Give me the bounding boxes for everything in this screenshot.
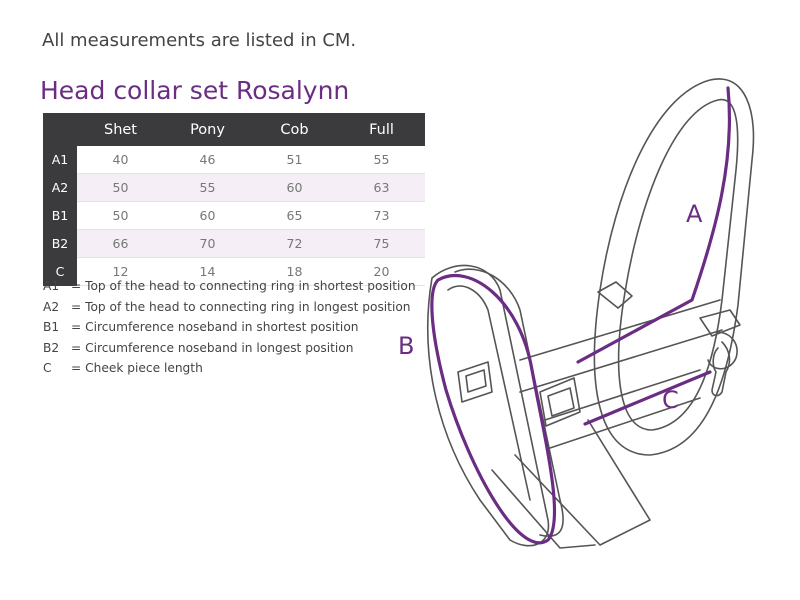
row-header: B2 (43, 229, 77, 258)
left-buckle-inner (465, 369, 487, 393)
legend-text: = Top of the head to connecting ring in … (71, 279, 416, 293)
noseband-inner (447, 285, 531, 501)
table-cell: 72 (251, 229, 338, 258)
legend-item: A2 = Top of the head to connecting ring i… (43, 297, 416, 318)
table-row: B1 50 60 65 73 (43, 201, 425, 230)
column-header: Pony (164, 113, 251, 146)
table-cell: 20 (338, 257, 425, 286)
column-header: Shet (77, 113, 164, 146)
legend-text: = Circumference noseband in shortest pos… (71, 320, 359, 335)
table-corner (43, 113, 77, 146)
chin-strap-lower (491, 469, 596, 549)
row-header: A1 (43, 146, 77, 174)
table-row: B2 66 70 72 75 (43, 229, 425, 258)
right-keeper (699, 309, 741, 337)
snap-hook-icon (711, 341, 731, 397)
table-row: A2 50 55 60 63 (43, 173, 425, 202)
lower-cheek-strap-2 (549, 397, 701, 449)
column-header: Full (338, 113, 425, 146)
table-cell: 51 (251, 146, 338, 174)
legend-code: C (43, 361, 52, 376)
table-cell: 55 (338, 146, 425, 174)
upper-cheek-strap (519, 299, 721, 361)
crown-strap-inner (617, 98, 739, 431)
table-cell: 60 (164, 201, 251, 230)
chin-strap (514, 419, 651, 546)
upper-cheek-strap-2 (519, 329, 723, 393)
lower-cheek-strap (544, 369, 701, 421)
table-row: C 12 14 18 20 (43, 257, 425, 286)
poll-connector (597, 281, 633, 309)
head-collar-diagram (427, 78, 755, 549)
noseband-back (427, 264, 550, 547)
table-cell: 60 (251, 173, 338, 202)
measurement-lines (430, 86, 732, 545)
crown-strap-outer (593, 78, 755, 456)
table-cell: 65 (251, 201, 338, 230)
legend-code: A2 (43, 299, 60, 314)
legend-text: = Cheek piece length (71, 361, 203, 376)
measurement-note: All measurements are listed in CM. (42, 30, 357, 51)
table-cell: 14 (164, 257, 251, 286)
table-cell: 40 (77, 146, 164, 174)
noseband-front (454, 268, 564, 537)
measure-line-b (430, 274, 557, 545)
table-cell: 75 (338, 229, 425, 258)
table-row: A1 40 46 51 55 (43, 146, 425, 174)
table-header-row: Shet Pony Cob Full (43, 113, 425, 146)
legend-item: B1 = Circumference noseband in shortest p… (43, 317, 416, 338)
legend-code: B2 (43, 340, 60, 355)
table-cell: 50 (77, 201, 164, 230)
legend-item: A1 = Top of the head to connecting ring i… (43, 276, 416, 297)
legend-text: = Circumference noseband in longest posi… (71, 340, 354, 355)
label-c: C (662, 386, 679, 414)
size-table: Shet Pony Cob Full A1 40 46 51 55 A2 50 … (43, 113, 425, 286)
column-header: Cob (251, 113, 338, 146)
product-title: Head collar set Rosalynn (40, 76, 350, 105)
center-buckle-inner (547, 387, 575, 417)
legend-item: C = Cheek piece length (43, 358, 416, 379)
legend-code: A1 (43, 279, 60, 293)
center-buckle (539, 377, 581, 427)
label-b: B (398, 332, 415, 360)
table-cell: 66 (77, 229, 164, 258)
label-a: A (686, 200, 703, 228)
legend-text: = Top of the head to connecting ring in … (71, 299, 411, 314)
left-buckle (457, 361, 493, 403)
table-cell: 50 (77, 173, 164, 202)
row-header: A2 (43, 173, 77, 202)
measurement-legend: A1 = Top of the head to connecting ring i… (43, 276, 416, 379)
table-cell: 18 (251, 257, 338, 286)
table-cell: 63 (338, 173, 425, 202)
measure-line-c (583, 370, 712, 426)
table-cell: 46 (164, 146, 251, 174)
table-cell: 55 (164, 173, 251, 202)
row-header: C (43, 257, 77, 286)
table-cell: 12 (77, 257, 164, 286)
measure-line-a (576, 86, 732, 364)
legend-item: B2 = Circumference noseband in longest po… (43, 338, 416, 359)
row-header: B1 (43, 201, 77, 230)
table-cell: 73 (338, 201, 425, 230)
legend-code: B1 (43, 320, 60, 335)
table-cell: 70 (164, 229, 251, 258)
